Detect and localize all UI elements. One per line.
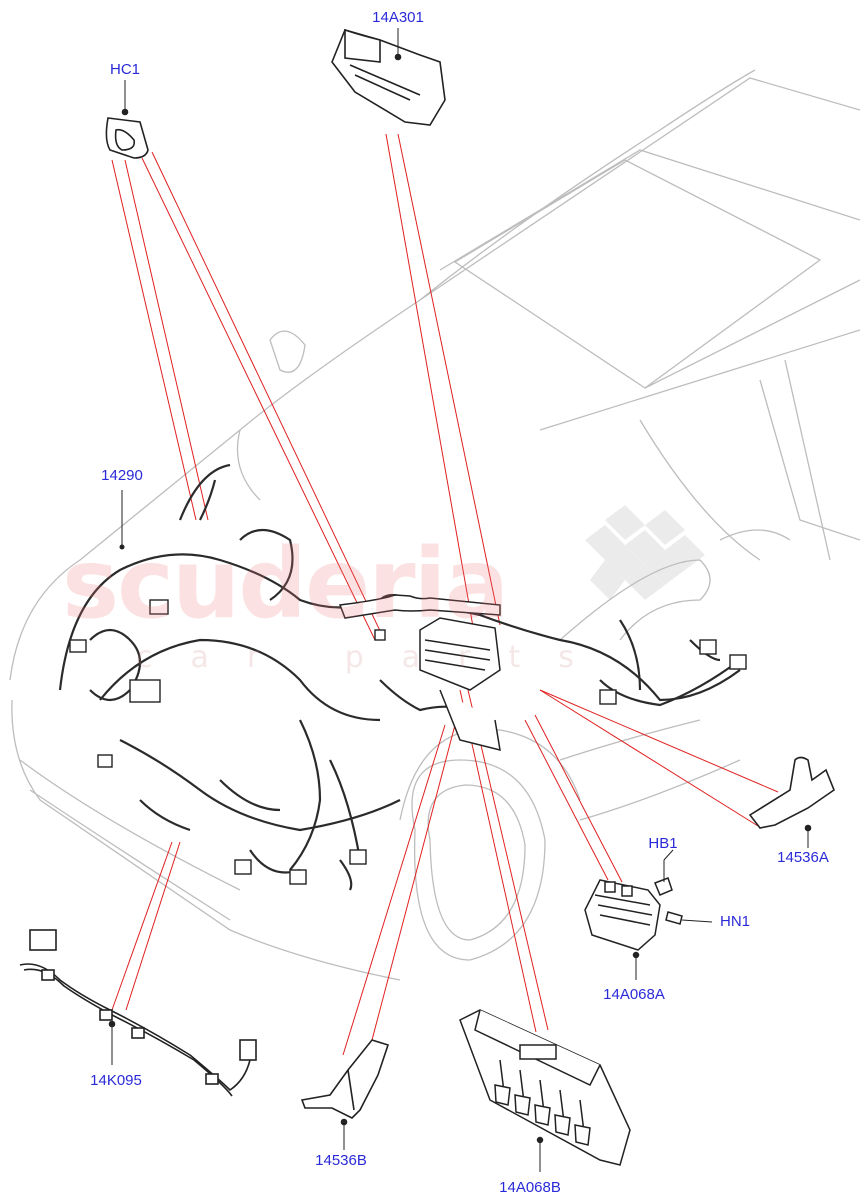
harness-duct bbox=[338, 594, 501, 619]
harness-connectors bbox=[69, 599, 747, 885]
label-14a068b[interactable]: 14A068B bbox=[499, 1179, 561, 1196]
14k095-harness-part bbox=[19, 929, 257, 1097]
14290-pointer bbox=[119, 490, 125, 550]
label-14536b[interactable]: 14536B bbox=[315, 1152, 367, 1169]
label-hb1[interactable]: HB1 bbox=[648, 835, 678, 852]
label-14a068a[interactable]: 14A068A bbox=[603, 986, 665, 1003]
label-hc1[interactable]: HC1 bbox=[109, 61, 141, 78]
14a068a-holder-part bbox=[584, 849, 713, 980]
14536b-bracket-part bbox=[300, 1039, 390, 1150]
label-14a301[interactable]: 14A301 bbox=[372, 9, 424, 26]
checkered-flag-watermark bbox=[585, 505, 705, 600]
14a301-cover-part bbox=[331, 28, 446, 126]
label-14k095[interactable]: 14K095 bbox=[90, 1072, 142, 1089]
vehicle-outline bbox=[9, 69, 860, 981]
hc1-clip-part bbox=[105, 80, 149, 159]
14a068b-carrier-part bbox=[459, 1009, 631, 1172]
label-hn1[interactable]: HN1 bbox=[719, 913, 751, 930]
label-14536a[interactable]: 14536A bbox=[777, 849, 829, 866]
fuse-box-in-vehicle bbox=[419, 617, 501, 752]
label-14290[interactable]: 14290 bbox=[101, 467, 143, 484]
leader-lines bbox=[111, 133, 779, 1056]
14536a-bracket-part bbox=[748, 756, 835, 848]
